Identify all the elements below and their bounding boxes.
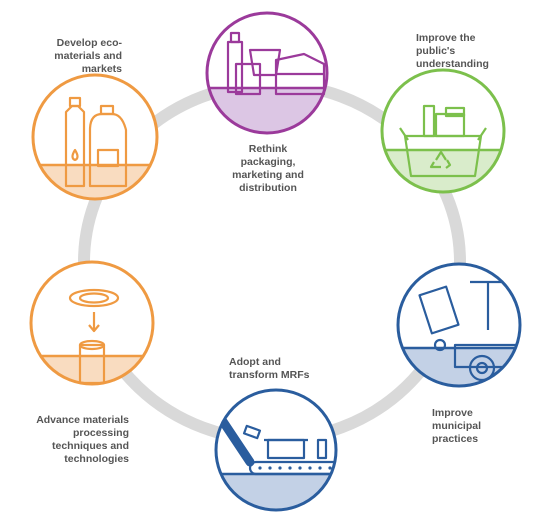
stage-eco-circle	[31, 73, 159, 201]
stage-rethink-label: Rethink packaging, marketing and distrib…	[232, 143, 304, 194]
recycling-bin-icon	[399, 104, 487, 178]
stage-processing-label: Advance materials processing techniques …	[36, 414, 129, 465]
stage-municipal-circle	[396, 262, 522, 388]
eco-bottles-icon	[64, 96, 128, 188]
stage-mrfs-circle	[214, 388, 338, 512]
collection-truck-icon	[418, 280, 520, 382]
stage-municipal-label: Improve municipal practices	[432, 407, 482, 445]
sorting-conveyor-icon	[217, 415, 336, 476]
stage-mrfs-label: Adopt and transform MRFs	[229, 356, 310, 381]
packaging-icon	[226, 31, 326, 96]
stage-eco-label: Develop eco- materials and markets	[54, 37, 122, 75]
stage-eco-fill	[33, 165, 157, 199]
stage-public-label: Improve the public's understanding	[416, 32, 489, 70]
material-transform-icon	[68, 288, 120, 385]
stage-mrfs-fill	[216, 474, 336, 510]
conveyor-rollers	[258, 466, 332, 470]
stage-public-circle	[380, 68, 506, 194]
stage-rethink-circle	[205, 11, 329, 135]
stage-processing-circle	[29, 260, 155, 386]
